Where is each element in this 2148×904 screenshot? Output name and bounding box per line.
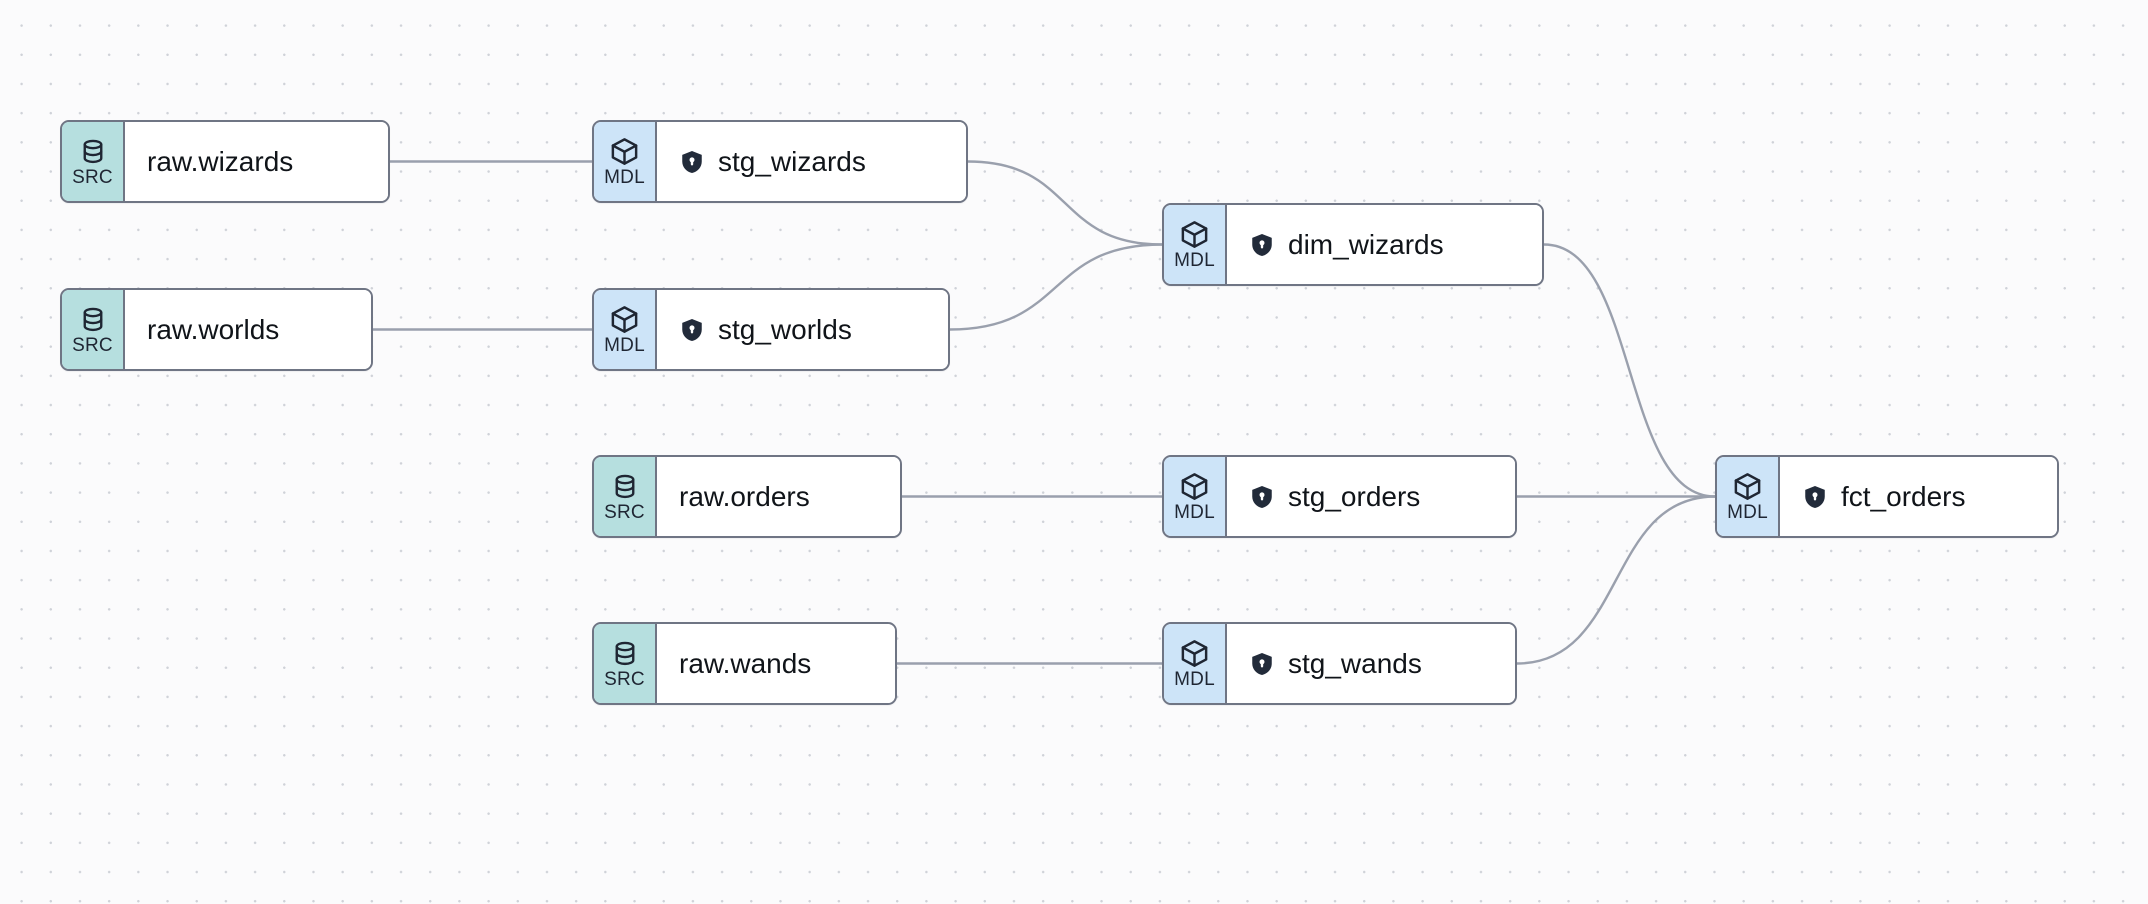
node-type-label: SRC bbox=[604, 668, 645, 690]
node-name-text: stg_wizards bbox=[718, 145, 866, 177]
node-type-label: MDL bbox=[1174, 669, 1215, 690]
node-name-text: raw.wizards bbox=[147, 145, 294, 177]
shield-lock-icon bbox=[1249, 232, 1275, 258]
cube-icon bbox=[609, 304, 640, 335]
edge-stg_wizards-to-dim_wizards bbox=[966, 160, 1164, 246]
node-dim_wizards[interactable]: MDL dim_wizards bbox=[1162, 203, 1544, 286]
node-label-panel-raw_orders: raw.orders bbox=[657, 457, 900, 536]
node-name-text: fct_orders bbox=[1841, 480, 1966, 512]
node-type-badge-stg_wands: MDL bbox=[1164, 624, 1227, 703]
node-stg_wizards[interactable]: MDL stg_wizards bbox=[592, 120, 968, 203]
node-fct_orders[interactable]: MDL fct_orders bbox=[1715, 455, 2059, 538]
node-stg_wands[interactable]: MDL stg_wands bbox=[1162, 622, 1517, 705]
node-type-badge-raw_wands: SRC bbox=[594, 624, 657, 703]
node-raw_orders[interactable]: SRC raw.orders bbox=[592, 455, 902, 538]
node-label-panel-raw_wizards: raw.wizards bbox=[125, 122, 388, 201]
node-type-badge-stg_wizards: MDL bbox=[594, 122, 657, 201]
cube-icon bbox=[1732, 471, 1763, 502]
cube-icon bbox=[1179, 471, 1210, 502]
node-label-panel-stg_worlds: stg_worlds bbox=[657, 290, 948, 369]
node-type-label: MDL bbox=[604, 167, 645, 188]
node-raw_wizards[interactable]: SRC raw.wizards bbox=[60, 120, 390, 203]
node-label-panel-stg_wizards: stg_wizards bbox=[657, 122, 966, 201]
node-label-panel-dim_wizards: dim_wizards bbox=[1227, 205, 1542, 284]
node-type-label: MDL bbox=[1174, 250, 1215, 271]
node-label-panel-fct_orders: fct_orders bbox=[1780, 457, 2057, 536]
shield-lock-icon bbox=[1249, 651, 1275, 677]
database-icon bbox=[610, 472, 640, 502]
node-stg_worlds[interactable]: MDL stg_worlds bbox=[592, 288, 950, 371]
node-type-badge-raw_wizards: SRC bbox=[62, 122, 125, 201]
node-name-text: stg_orders bbox=[1288, 480, 1421, 512]
shield-lock-icon bbox=[679, 149, 705, 175]
cube-icon bbox=[1179, 638, 1210, 669]
node-type-label: MDL bbox=[1727, 502, 1768, 523]
node-stg_orders[interactable]: MDL stg_orders bbox=[1162, 455, 1517, 538]
node-name-text: raw.orders bbox=[679, 480, 810, 512]
edge-dim_wizards-to-fct_orders bbox=[1542, 243, 1717, 498]
node-type-badge-raw_worlds: SRC bbox=[62, 290, 125, 369]
node-type-label: SRC bbox=[604, 501, 645, 523]
edge-stg_wands-to-fct_orders bbox=[1515, 495, 1717, 665]
node-type-label: SRC bbox=[72, 166, 113, 188]
edge-stg_worlds-to-dim_wizards bbox=[948, 243, 1164, 331]
node-name-text: stg_worlds bbox=[718, 313, 852, 345]
cube-icon bbox=[609, 136, 640, 167]
node-label-panel-stg_wands: stg_wands bbox=[1227, 624, 1515, 703]
cube-icon bbox=[1179, 219, 1210, 250]
node-type-badge-stg_orders: MDL bbox=[1164, 457, 1227, 536]
node-type-label: MDL bbox=[1174, 502, 1215, 523]
node-name-text: raw.worlds bbox=[147, 313, 280, 345]
node-label-panel-raw_worlds: raw.worlds bbox=[125, 290, 371, 369]
node-name-text: raw.wands bbox=[679, 647, 812, 679]
node-label-panel-raw_wands: raw.wands bbox=[657, 624, 895, 703]
database-icon bbox=[78, 137, 108, 167]
node-type-label: MDL bbox=[604, 335, 645, 356]
database-icon bbox=[610, 639, 640, 669]
node-name-text: stg_wands bbox=[1288, 647, 1422, 679]
node-label-panel-stg_orders: stg_orders bbox=[1227, 457, 1515, 536]
shield-lock-icon bbox=[1802, 484, 1828, 510]
node-type-badge-dim_wizards: MDL bbox=[1164, 205, 1227, 284]
shield-lock-icon bbox=[679, 317, 705, 343]
node-type-badge-stg_worlds: MDL bbox=[594, 290, 657, 369]
node-type-label: SRC bbox=[72, 334, 113, 356]
node-type-badge-fct_orders: MDL bbox=[1717, 457, 1780, 536]
node-raw_worlds[interactable]: SRC raw.worlds bbox=[60, 288, 373, 371]
node-raw_wands[interactable]: SRC raw.wands bbox=[592, 622, 897, 705]
shield-lock-icon bbox=[1249, 484, 1275, 510]
database-icon bbox=[78, 305, 108, 335]
node-name-text: dim_wizards bbox=[1288, 228, 1444, 260]
node-type-badge-raw_orders: SRC bbox=[594, 457, 657, 536]
